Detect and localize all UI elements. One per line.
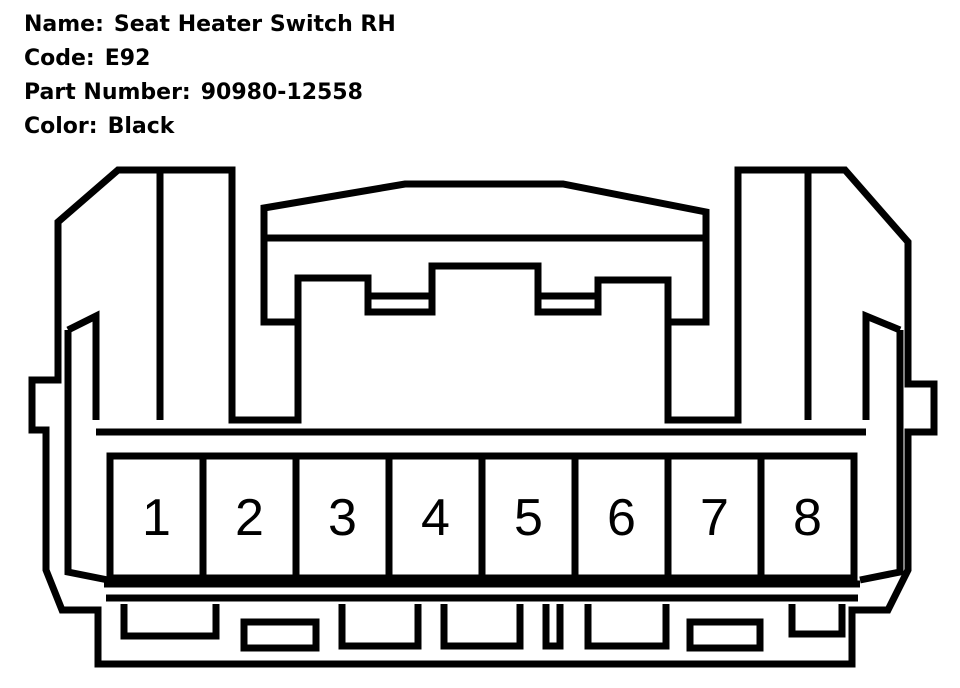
bottom-tabs: [120, 604, 846, 650]
pin-1-label: 1: [142, 489, 171, 547]
pin-5-label: 5: [514, 489, 543, 547]
color-label: Color:: [24, 114, 98, 139]
code-label: Code:: [24, 46, 95, 71]
name-value: Seat Heater Switch RH: [113, 12, 396, 37]
pin-labels: 1 2 3 4 5 6 7 8: [142, 489, 822, 547]
part-number-value: 90980-12558: [200, 80, 363, 105]
bottom-slot-left: [240, 618, 320, 652]
connector-housing-outline: [28, 166, 938, 668]
name-label: Name:: [24, 12, 104, 37]
color-value: Black: [107, 114, 175, 139]
connector-info-block: Name: Seat Heater Switch RH Code: E92 Part…: [24, 8, 396, 144]
bottom-slot-right: [686, 618, 764, 652]
pin-8-label: 8: [793, 489, 822, 547]
pin-2-label: 2: [235, 489, 264, 547]
code-value: E92: [104, 46, 151, 71]
pin-dividers: [199, 456, 765, 578]
pin-3-label: 3: [328, 489, 357, 547]
part-number-row: Part Number: 90980-12558: [24, 76, 396, 110]
color-row: Color: Black: [24, 110, 396, 144]
pin-6-label: 6: [607, 489, 636, 547]
right-latch: [804, 170, 904, 584]
pin-4-label: 4: [421, 489, 450, 547]
pin-7-label: 7: [700, 489, 729, 547]
left-latch: [64, 170, 164, 584]
name-row: Name: Seat Heater Switch RH: [24, 8, 396, 42]
part-number-label: Part Number:: [24, 80, 191, 105]
code-row: Code: E92: [24, 42, 396, 76]
top-lock-inner: [294, 262, 672, 322]
